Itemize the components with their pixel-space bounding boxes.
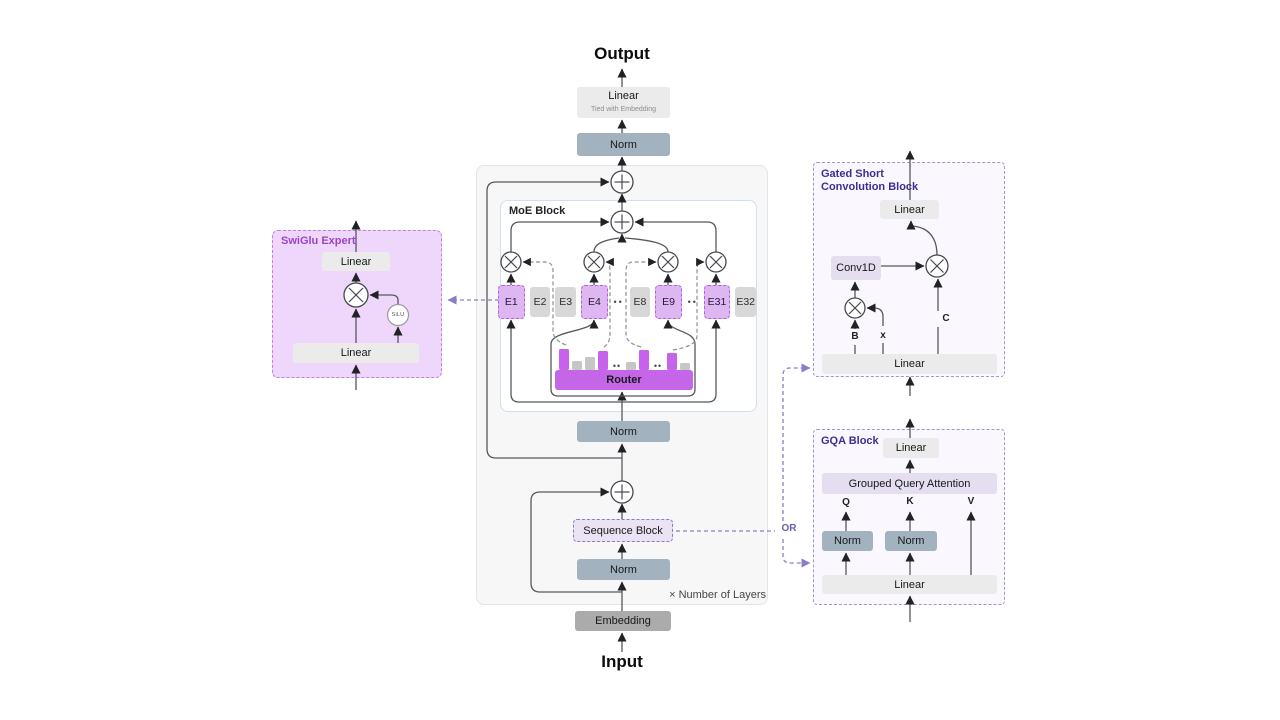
router-weight-bar bbox=[559, 349, 569, 370]
residual-skip-lines bbox=[486, 177, 622, 593]
router-weight-bar bbox=[572, 361, 582, 370]
expert-E8: E8 bbox=[629, 286, 651, 317]
swiglu-linear-top-box: Linear bbox=[322, 252, 390, 271]
moe-block-label: MoE Block bbox=[509, 205, 566, 217]
router-weight-bar bbox=[639, 350, 649, 370]
router-bars-ellipsis: •• bbox=[612, 361, 622, 371]
expert-E31: E31 bbox=[703, 284, 731, 319]
router-weights-bars: •• •• bbox=[556, 340, 693, 371]
expert-E3: E3 bbox=[555, 286, 577, 317]
norm-after-sequence-box: Norm bbox=[577, 421, 670, 442]
gqa-norm-q-box: Norm bbox=[822, 531, 873, 551]
gqa-linear-top-box: Linear bbox=[883, 438, 939, 458]
gated-conv-label-line1: Gated Short bbox=[821, 168, 884, 180]
silu-node bbox=[386, 303, 410, 327]
experts-ellipsis: •• bbox=[687, 296, 698, 307]
add-node-moe bbox=[610, 210, 634, 234]
experts-ellipsis: •• bbox=[613, 296, 624, 307]
input-label: Input bbox=[601, 652, 643, 671]
expert-E2: E2 bbox=[529, 286, 551, 317]
expert-E4: E4 bbox=[581, 284, 608, 319]
swiglu-expert-label: SwiGlu Expert bbox=[281, 235, 356, 247]
conv-x-label: x bbox=[880, 330, 886, 341]
norm-before-sequence-box: Norm bbox=[577, 559, 670, 580]
gqa-k-label: K bbox=[906, 496, 914, 507]
or-label: OR bbox=[781, 523, 797, 534]
expert-E9: E9 bbox=[655, 284, 682, 319]
output-label: Output bbox=[594, 44, 650, 63]
head-norm-box: Norm bbox=[577, 133, 670, 156]
gqa-linear-bottom-box: Linear bbox=[822, 575, 997, 594]
tied-with-embedding-note: Tied with Embedding bbox=[590, 105, 657, 113]
gate-multiply-e9 bbox=[657, 251, 679, 273]
conv-c-label: C bbox=[942, 313, 950, 324]
conv-linear-top-box: Linear bbox=[880, 200, 939, 219]
router-weight-bar bbox=[667, 353, 677, 370]
conv-block-wiring bbox=[850, 150, 943, 396]
add-node-sequence bbox=[610, 480, 634, 504]
swiglu-multiply-node bbox=[343, 282, 369, 308]
gated-conv-label-line2: Convolution Block bbox=[821, 181, 919, 193]
add-node-top bbox=[610, 170, 634, 194]
router-weight-bar bbox=[585, 357, 595, 370]
gqa-block-wiring bbox=[841, 418, 976, 622]
conv-multiply-out-node bbox=[925, 254, 949, 278]
gated-conv-block-label: Gated Short Convolution Block bbox=[821, 168, 951, 196]
gqa-q-label: Q bbox=[842, 497, 850, 508]
router-gating-dashed-lines bbox=[522, 257, 705, 351]
router-weight-bar bbox=[680, 363, 690, 370]
swiglu-linear-bottom-box: Linear bbox=[293, 343, 419, 363]
router-bars-ellipsis: •• bbox=[653, 361, 663, 371]
head-linear-box: Linear Tied with Embedding bbox=[577, 87, 670, 118]
router-weight-bar bbox=[598, 351, 608, 370]
expert-E1: E1 bbox=[498, 284, 525, 319]
moe-wiring bbox=[506, 217, 721, 403]
sequence-block-box: Sequence Block bbox=[573, 519, 673, 542]
conv1d-box: Conv1D bbox=[831, 256, 881, 280]
conv-multiply-gate-node bbox=[844, 297, 866, 319]
gqa-block-label: GQA Block bbox=[821, 435, 879, 447]
gqa-v-label: V bbox=[967, 496, 975, 507]
conv-b-label: B bbox=[851, 331, 859, 342]
conv-linear-bottom-box: Linear bbox=[822, 354, 997, 374]
reference-dashed-connectors bbox=[447, 295, 811, 568]
swiglu-wiring bbox=[351, 220, 403, 390]
silu-label: SiLU bbox=[391, 312, 405, 318]
router-weight-bar bbox=[626, 362, 636, 370]
number-of-layers-note: × Number of Layers bbox=[669, 589, 766, 601]
expert-E32: E32 bbox=[735, 286, 757, 317]
gate-multiply-e4 bbox=[583, 251, 605, 273]
grouped-query-attention-box: Grouped Query Attention bbox=[822, 473, 997, 494]
head-linear-label: Linear bbox=[608, 89, 639, 102]
gqa-norm-k-box: Norm bbox=[885, 531, 937, 551]
router-box: Router bbox=[555, 370, 693, 390]
gate-multiply-e31 bbox=[705, 251, 727, 273]
gate-multiply-e1 bbox=[500, 251, 522, 273]
embedding-box: Embedding bbox=[575, 611, 671, 631]
